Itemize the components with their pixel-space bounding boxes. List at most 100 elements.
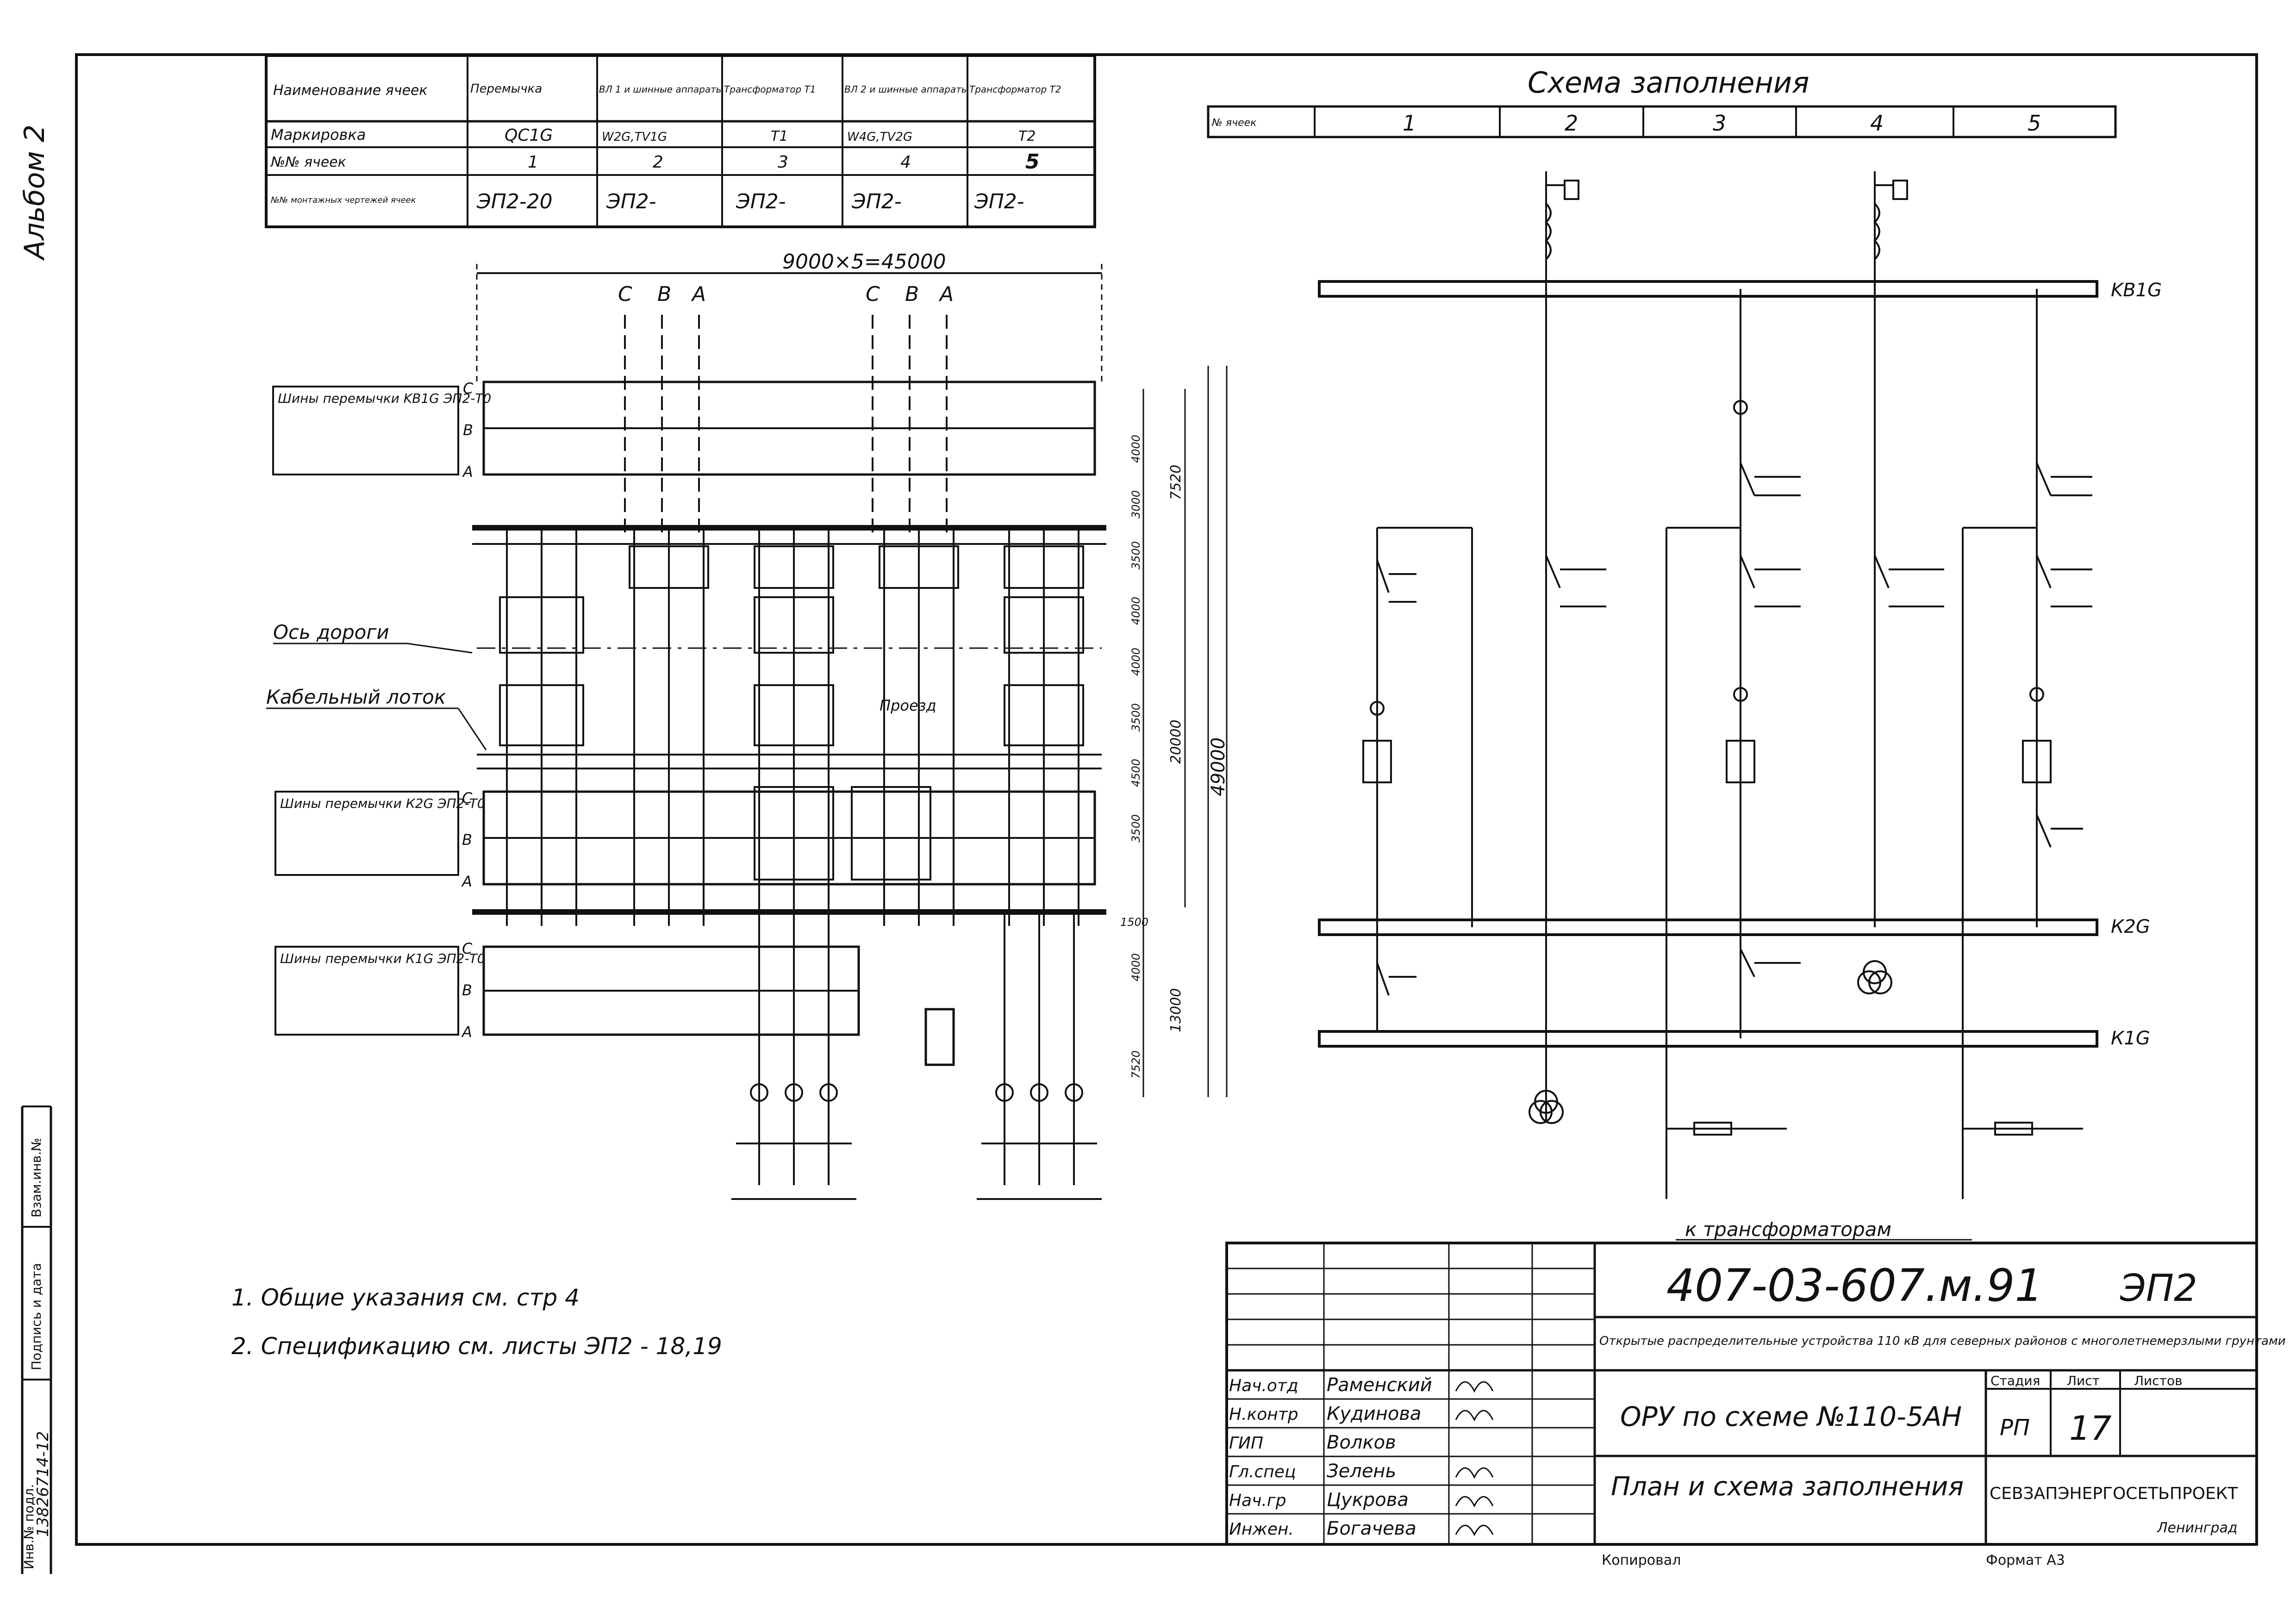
row-label-drawings: №№ монтажных чертежей ячеек (270, 195, 416, 205)
schematic-cell-4: 4 (1870, 111, 1884, 136)
stage-label: Стадия (1990, 1373, 2040, 1388)
schematic-cell-2: 2 (1565, 111, 1578, 136)
switchgear-plan: 9000×5=45000 С В А С В А Шины перемычки … (266, 250, 1229, 1200)
dim-3500b: 3500 (1129, 703, 1142, 731)
dim-1500: 1500 (1120, 916, 1148, 929)
kb1g-phase-b: В (463, 421, 473, 439)
note-1: 1. Общие указания см. стр 4 (231, 1284, 580, 1311)
cell-no-5: 5 (1025, 150, 1040, 174)
dim-3500a: 3500 (1129, 541, 1142, 569)
row-label-marking: Маркировка (271, 126, 366, 144)
kb1g-phase-c: С (463, 380, 474, 397)
phase-label-c-left: С (618, 282, 632, 306)
busbar-k2g-label: К2G (2111, 916, 2150, 937)
dim-4500: 4500 (1129, 759, 1142, 787)
k1g-phase-c: С (462, 940, 473, 957)
busbar-kb1g-label: KB1G (2111, 280, 2162, 301)
stage-value: РП (2000, 1415, 2030, 1441)
stamp-sign-label: Подпись и дата (29, 1263, 44, 1370)
dim-4000a: 4000 (1129, 435, 1142, 463)
k1g-phase-a: А (461, 1023, 472, 1041)
schematic-cell-1: 1 (1403, 111, 1416, 136)
schematic-cell-header: № ячеек (1211, 117, 1257, 129)
cell-marking-1: QC1G (505, 126, 553, 145)
passage-note: Проезд (880, 697, 936, 714)
table-header-1: Перемычка (470, 82, 542, 96)
cell-no-2: 2 (653, 153, 663, 172)
k2g-phase-b: В (462, 831, 472, 849)
staff-name-5: Цукрова (1327, 1489, 1409, 1511)
cable-tray-label: Кабельный лоток (266, 686, 446, 708)
table-header-names: Наименование ячеек (273, 82, 427, 99)
cell-no-1: 1 (528, 153, 538, 172)
cell-marking-2: W2G,TV1G (602, 130, 667, 144)
schematic-title: Схема заполнения (1528, 66, 1809, 100)
note-2: 2. Спецификацию см. листы ЭП2 - 18,19 (231, 1333, 722, 1360)
cell-drawing-1: ЭП2-20 (476, 190, 553, 213)
single-line-diagram: Схема заполнения № ячеек 1 2 3 4 5 KB1G … (1207, 66, 2162, 1241)
k2g-phase-a: А (461, 873, 472, 890)
staff-role-5: Нач.гр (1229, 1491, 1286, 1510)
cell-drawing-3: ЭП2- (736, 190, 786, 213)
k2g-phase-c: С (462, 789, 473, 807)
staff-role-4: Гл.спец (1229, 1462, 1296, 1481)
staff-name-1: Раменский (1327, 1374, 1432, 1396)
cell-drawing-2: ЭП2- (606, 190, 656, 213)
sheet-title: План и схема заполнения (1611, 1472, 1964, 1502)
schematic-cell-3: 3 (1713, 111, 1726, 136)
dim-4000b: 4000 (1129, 597, 1142, 625)
busbar-k2g (1318, 918, 2098, 936)
phase-label-c-right: С (866, 282, 880, 306)
dim-3000: 3000 (1129, 490, 1142, 518)
cell-table: Наименование ячеек Перемычка ВЛ 1 и шинн… (265, 54, 1096, 228)
table-header-5: Трансформатор Т2 (969, 84, 1061, 95)
doc-number: 407-03-607.м.91 (1666, 1260, 2043, 1312)
organization-city: Ленинград (2157, 1520, 2238, 1536)
cell-marking-5: Т2 (1018, 128, 1036, 144)
busbar-kb1g (1318, 280, 2098, 298)
dim-7520-inner: 7520 (1129, 1050, 1142, 1079)
organization: СЕВЗАПЭНЕРГОСЕТЬПРОЕКТ (1990, 1484, 2238, 1503)
phase-label-b-left: В (657, 282, 671, 306)
drawing-name: ОРУ по схеме №110-5АН (1620, 1401, 1962, 1432)
stamp-number: 13826714-12 (34, 1431, 52, 1537)
dim-7520-outer: 7520 (1168, 465, 1184, 500)
dim-4000d: 4000 (1129, 953, 1142, 981)
cell-marking-4: W4G,TV2G (847, 130, 912, 144)
dim-49000: 49000 (1208, 737, 1229, 796)
dim-3500c: 3500 (1129, 814, 1142, 843)
cell-marking-3: Т1 (771, 128, 788, 144)
staff-name-2: Кудинова (1327, 1403, 1421, 1424)
table-header-4: ВЛ 2 и шинные аппараты (844, 84, 969, 95)
staff-name-6: Богачева (1327, 1518, 1416, 1539)
stamp-original-label: Инв.№ подл. (21, 1484, 37, 1569)
staff-role-1: Нач.отд (1229, 1376, 1298, 1395)
format-label: Формат А3 (1986, 1552, 2065, 1568)
table-header-3: Трансформатор Т1 (724, 84, 816, 95)
sheet-value: 17 (2069, 1409, 2112, 1448)
copied-label: Копировал (1602, 1552, 1681, 1568)
staff-role-6: Инжен. (1229, 1520, 1294, 1539)
sheets-label: Листов (2134, 1373, 2183, 1388)
bus-k1g-label: Шины перемычки К1G ЭП2-Т0 (280, 951, 486, 966)
road-axis-label: Ось дороги (273, 621, 389, 643)
staff-role-2: Н.контр (1229, 1405, 1298, 1424)
stamp-replace-label: Взам.инв.№ (29, 1138, 44, 1218)
overall-dimension: 9000×5=45000 (782, 250, 946, 274)
busbar-k1g (1318, 1030, 2098, 1048)
cell-drawing-5: ЭП2- (974, 190, 1024, 213)
phase-label-b-right: В (905, 282, 919, 306)
left-margin: Альбом 2 Взам.инв.№ Подпись и дата Инв.№… (19, 125, 52, 1574)
dim-20000: 20000 (1168, 720, 1184, 764)
staff-name-3: Волков (1327, 1432, 1396, 1453)
schematic-cell-5: 5 (2028, 111, 2041, 136)
staff-name-4: Зелень (1327, 1461, 1396, 1482)
phase-label-a-right: А (938, 282, 954, 306)
phase-label-a-left: А (691, 282, 706, 306)
cell-drawing-4: ЭП2- (851, 190, 902, 213)
table-header-2: ВЛ 1 и шинные аппараты (599, 84, 724, 95)
cell-no-4: 4 (900, 153, 911, 172)
doc-section: ЭП2 (2120, 1267, 2197, 1310)
bus-k2g-label: Шины перемычки К2G ЭП2-Т0 (280, 796, 486, 811)
